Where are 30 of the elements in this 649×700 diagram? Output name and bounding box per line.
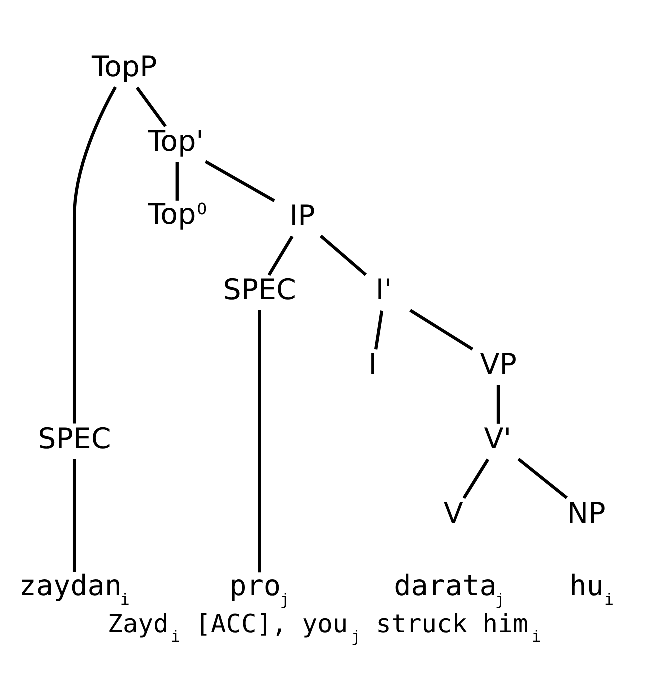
connector: [136, 86, 167, 127]
node-text: VP: [480, 348, 517, 381]
node-text: I: [368, 348, 378, 381]
node-text: zaydan$_{i}$: [19, 569, 130, 609]
node-text: SPEC: [223, 273, 296, 306]
connector: [258, 310, 262, 572]
connector: [518, 457, 568, 499]
connector: [496, 384, 500, 424]
node-text: I': [376, 273, 392, 306]
node-text: Top$^{0}$: [148, 197, 208, 230]
node-text: TopP: [92, 50, 158, 84]
node-text: pro$_{j}$: [230, 569, 290, 609]
caption: Zayd$_{i}$ [ACC], you$_{j}$ struck him$_{i}$: [108, 609, 542, 646]
connector: [410, 308, 474, 350]
node-text: Top': [148, 124, 204, 158]
connector: [204, 160, 276, 202]
connector: [320, 234, 368, 276]
connector: [462, 458, 490, 499]
connector: [268, 235, 294, 276]
node-text: NP: [567, 496, 606, 530]
connector: [176, 162, 179, 200]
connector: [374, 310, 384, 350]
connector: [73, 86, 118, 424]
node-text: V': [484, 422, 512, 455]
label: hu$_{i}$: [570, 569, 614, 609]
node-text: IP: [290, 198, 316, 232]
node-text: V: [444, 496, 464, 530]
node-text: SPEC: [38, 422, 112, 455]
connector: [73, 458, 76, 572]
label: darata$_{j}$: [394, 569, 505, 609]
